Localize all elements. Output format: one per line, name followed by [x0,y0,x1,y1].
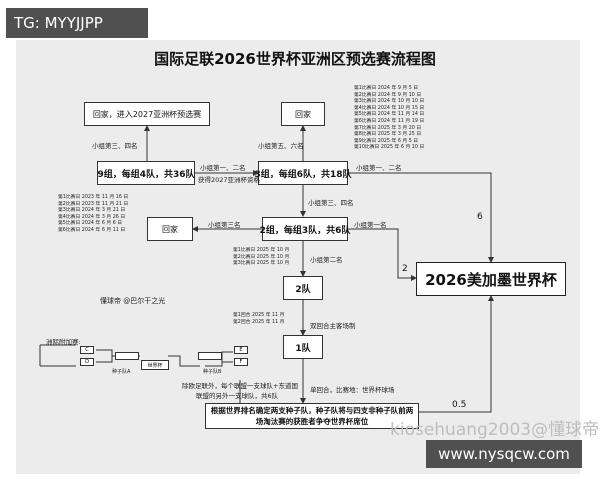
schedule-line: 第6比赛日 2024 年 6 月 11 日 [58,227,126,233]
label-half: 0.5 [452,400,467,410]
box-home-asian-cup-qualifier: 回家，进入2027亚洲杯预选赛 [84,102,210,126]
box-round5-team: 1队 [283,335,323,359]
schedule-line: 第3比赛日 2024 年 3 月 21 日 [58,208,126,214]
schedule-line: 第5比赛日 2024 年 11 月 14 日 [354,112,425,118]
schedule-line: 第2比赛日 2025 年 10 月 [233,254,290,260]
box-final-note: 根据世界排名确定两支种子队，种子队将与四支非种子队前两场淘汰赛的获胜者争夺世界杯… [205,403,419,429]
playoff-seed-b: 种子队B [203,369,222,375]
schedule-line: 第1回合 2025 年 11 月 [233,313,285,318]
label-r1-up-a: 小组第一、二名 [200,164,246,172]
box-home-round3: 回家 [281,102,325,126]
schedule-line: 第2比赛日 2024 年 9 月 10 日 [354,92,422,98]
label-bottom-note-a: 除欧足联外，每个联盟一支球队+东道国 [182,382,298,390]
box-world-cup: 2026美加墨世界杯 [416,262,566,296]
watermark-top: TG: MYYJJPP [6,8,148,38]
watermark-bottom: www.nysqcw.com [426,440,582,468]
box-round2-groups: 3组，每组6队，共18队 [254,161,352,185]
schedule-line: 第9比赛日 2025 年 6 月 5 日 [354,138,419,144]
schedule-line: 第4比赛日 2024 年 10 月 15 日 [354,105,425,111]
playoff-box-e: E [234,346,248,354]
label-playoff-title: 洲际附加赛: [46,338,81,346]
overlay-watermark: kiosehuang2003@懂球帝 [390,420,600,440]
label-r1-down: 小组第三、四名 [92,142,138,150]
label-bottom-note-b: 联盟的另外一支球队，共6队 [196,392,279,400]
schedule-line: 第8比赛日 2025 年 3 月 25 日 [354,132,422,138]
schedule-line: 第1比赛日 2024 年 9 月 5 日 [354,86,419,91]
diagram-title: 国际足联2026世界杯亚洲区预选赛流程图 [154,50,436,68]
label-r1-up-b: 获得2027亚洲杯资格 [198,176,261,184]
box-round1-groups: 9组，每组4队，共36队 [97,161,195,185]
schedule-round4: 第1回合 2025 年 11 月 第2回合 2025 年 11 月 [233,313,284,326]
schedule-line: 第4比赛日 2024 年 3 月 26 日 [58,214,126,220]
schedule-round2: 第1比赛日 2024 年 9 月 5 日 第2比赛日 2024 年 9 月 10… [354,86,424,152]
schedule-line: 第1比赛日 2025 年 10 月 [233,248,290,253]
label-credit: 懂球帝 @巴尔干之光 [100,297,166,305]
box-round3-groups: 2组，每组3队，共6队 [260,217,350,241]
label-r3-right: 小组第一名 [354,221,387,229]
label-r2-right: 小组第一、二名 [356,164,402,172]
schedule-round1: 第1比赛日 2023 年 11 月 16 日 第2比赛日 2023 年 11 月… [58,195,128,235]
schedule-line: 第6比赛日 2024 年 11 月 19 日 [354,118,425,124]
playoff-world-cup: 世界杯 [141,360,169,370]
schedule-line: 第7比赛日 2025 年 3 月 20 日 [354,125,422,131]
label-six: 6 [477,212,483,222]
schedule-round3: 第1比赛日 2025 年 10 月 第2比赛日 2025 年 10 月 第3比赛… [233,248,289,268]
schedule-line: 第2比赛日 2023 年 11 月 21 日 [58,201,129,207]
label-r4-down: 双回合主客场制 [310,322,356,330]
box-round4-teams: 2队 [283,276,323,300]
schedule-line: 第3比赛日 2025 年 10 月 [233,261,290,267]
playoff-box-ef-winner [198,352,222,360]
playoff-box-d: D [80,358,94,366]
schedule-line: 第2回合 2025 年 11 月 [233,319,285,325]
box-home-round2: 回家 [147,217,193,241]
playoff-box-c: C [80,346,94,354]
schedule-line: 第10比赛日 2025 年 6 月 10 日 [354,145,425,151]
label-two: 2 [402,264,408,274]
schedule-line: 第5比赛日 2024 年 6 月 6 日 [58,221,123,227]
label-r5-down: 单回合，比赛地：世界杯球场 [310,386,395,394]
label-r3-down: 小组第二名 [310,256,343,264]
label-r2-up: 小组第五、六名 [258,142,304,150]
playoff-box-cd-winner [115,352,139,360]
playoff-box-f: F [234,358,248,366]
playoff-seed-a: 种子队A [112,369,131,375]
schedule-line: 第1比赛日 2023 年 11 月 16 日 [58,195,129,200]
label-r3-left: 小组第三名 [208,221,241,229]
schedule-line: 第3比赛日 2024 年 10 月 10 日 [354,99,425,105]
label-r2-down: 小组第三、四名 [308,199,354,207]
